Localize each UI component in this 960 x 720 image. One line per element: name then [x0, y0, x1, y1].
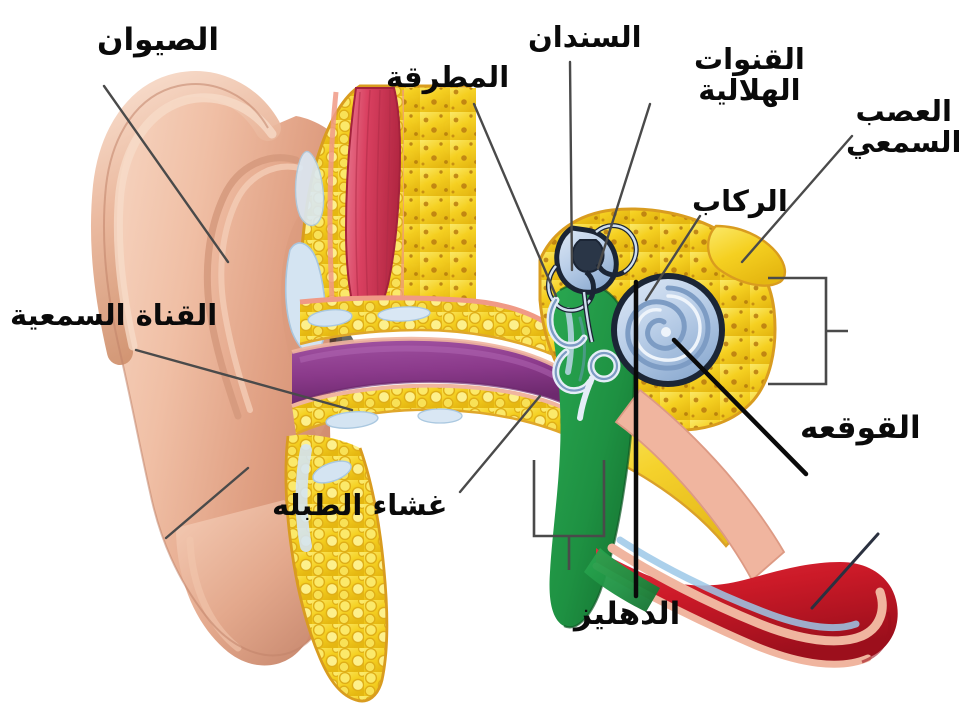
lead-pinna [102, 84, 230, 264]
lead-incus [568, 60, 574, 272]
lead-malleus [472, 102, 558, 298]
label-malleus: المطرقة [386, 60, 510, 94]
eustachian-tube-group [592, 536, 898, 668]
lead-semicircular [596, 102, 652, 270]
label-incus: السندان [528, 20, 642, 54]
cochlea-spiral [611, 273, 725, 387]
vestibule-tail [584, 548, 660, 612]
brackets-group [532, 276, 848, 570]
label-eardrum: غشاء الطبله [272, 488, 448, 522]
label-cochlea: القوقعه [800, 410, 921, 446]
label-semicircular: القنوات الهلالية [694, 42, 805, 108]
bracket-middle-ear-bottom [532, 460, 606, 570]
leader-lines-group [102, 60, 880, 610]
label-ear-canal: القناة السمعية [10, 298, 218, 332]
lead-nerve [740, 134, 854, 264]
label-pinna: الصيوان [97, 22, 219, 58]
label-vestibule: الدهليز [574, 596, 681, 632]
label-auditory-nerve: العصب السمعي [846, 94, 960, 160]
superior-canal-wall [299, 295, 558, 358]
lead-ear-canal [134, 348, 354, 412]
lead-eustachian [810, 532, 880, 610]
auditory-canal-group [291, 336, 568, 406]
lead-lobe [164, 466, 250, 540]
label-stapes: الركاب [692, 184, 788, 218]
bracket-inner-ear-right [768, 276, 848, 386]
lead-eardrum [458, 394, 542, 494]
inferior-canal-wall [291, 383, 587, 446]
labyrinth-group [546, 223, 725, 421]
ossicles [546, 296, 621, 421]
mastoid-bone-group [284, 434, 389, 703]
lead-cochlea [671, 337, 809, 477]
lead-stapes [644, 214, 702, 302]
